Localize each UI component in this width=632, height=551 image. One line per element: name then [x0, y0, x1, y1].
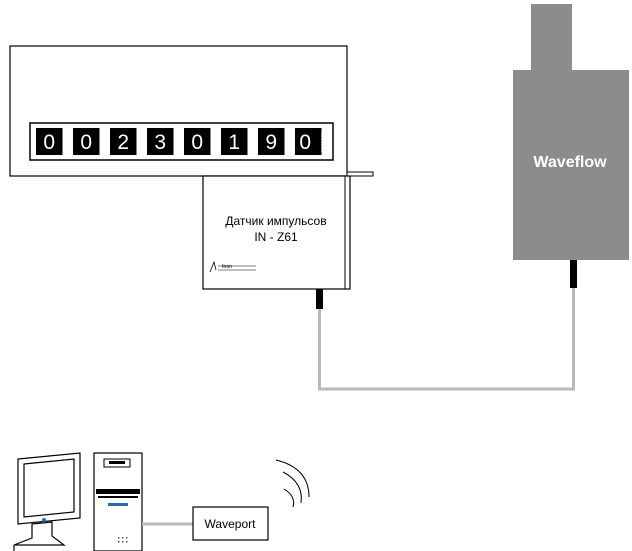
- counter-wheel: [295, 128, 322, 155]
- waveflow-connector: [570, 260, 577, 288]
- computer-tower-icon: [93, 452, 143, 551]
- counter-wheel: [36, 128, 63, 155]
- meter-bracket: [346, 171, 374, 177]
- counter-scale: [321, 132, 325, 152]
- counter-digit: 0: [299, 131, 311, 154]
- waveport-box: [192, 506, 269, 541]
- sensor-title: Датчик импульсов: [225, 214, 326, 228]
- monitor-power-led: [42, 518, 46, 522]
- counter-digit: 3: [154, 131, 166, 154]
- computer: [13, 452, 193, 551]
- waveport: Waveport: [192, 506, 269, 541]
- counter-wheel: [258, 128, 285, 155]
- counter-digit: 1: [228, 131, 240, 154]
- counter-digit: 0: [43, 131, 55, 154]
- itron-logo: Itron: [209, 260, 256, 273]
- cable: [318, 288, 575, 391]
- counter-digit: 0: [80, 131, 92, 154]
- radio-waves-icon: [275, 459, 310, 508]
- waveport-label: Waveport: [205, 517, 257, 531]
- counter-wheel: [184, 128, 211, 155]
- counter-digit: 0: [191, 131, 203, 154]
- waveflow-antenna: [531, 4, 572, 74]
- sensor-connector: [316, 289, 323, 309]
- counter-digit: 2: [117, 131, 129, 154]
- counter-wheel: [73, 128, 100, 155]
- computer-monitor-icon: [13, 452, 81, 551]
- logo-text: Itron: [222, 264, 232, 270]
- waveflow-module: Waveflow: [513, 4, 629, 288]
- counter-wheel: [147, 128, 174, 155]
- waveflow-label: Waveflow: [533, 154, 607, 171]
- waveflow-body: [513, 70, 629, 260]
- counter-wheel: [110, 128, 137, 155]
- counter-wheel: [221, 128, 248, 155]
- counter-digit: 9: [265, 131, 277, 154]
- pulse-sensor: Датчик импульсов IN - Z61 Itron: [202, 175, 351, 309]
- sensor-model: IN - Z61: [254, 230, 298, 244]
